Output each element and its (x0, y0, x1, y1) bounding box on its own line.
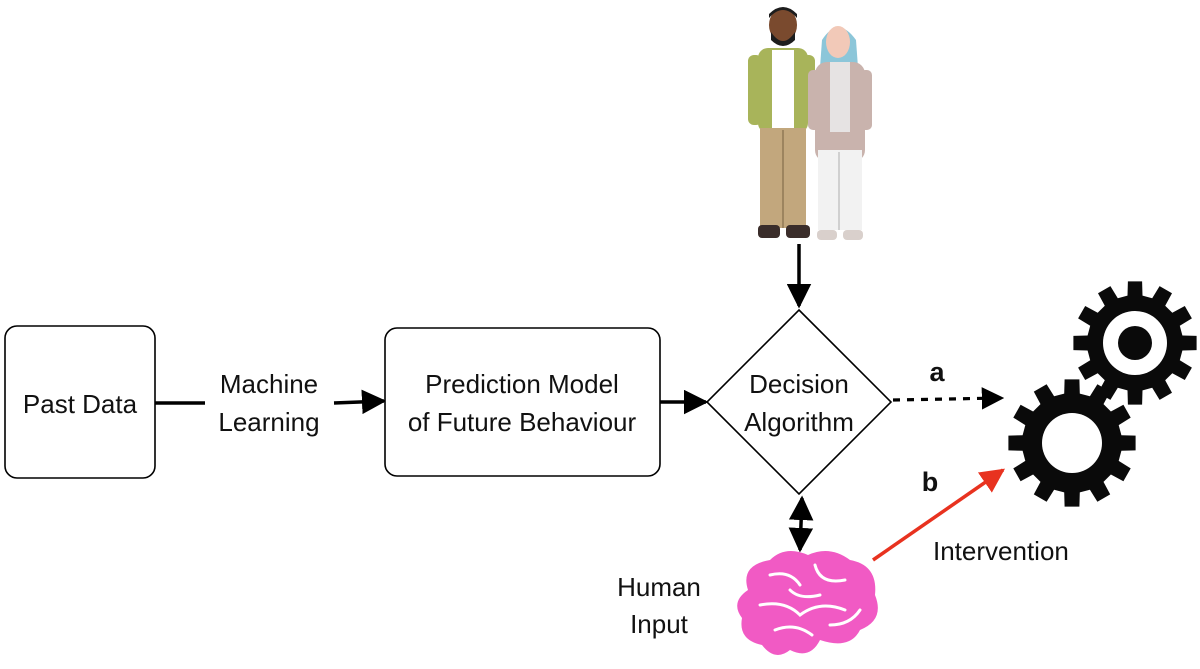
machine-learning-label-line1: Machine (220, 369, 318, 399)
decision-algorithm-label-line1: Decision (749, 369, 849, 399)
past-data-label: Past Data (23, 389, 138, 419)
human-input-label-line1: Human (617, 572, 701, 602)
human-input-label-line2: Input (630, 609, 689, 639)
brain-icon (737, 551, 878, 655)
gear-bottom-icon (1008, 379, 1136, 507)
prediction-model-label-line1: Prediction Model (425, 369, 619, 399)
prediction-model-box (384, 327, 661, 477)
edge-path-a (892, 387, 1005, 410)
decision-algorithm-label-line2: Algorithm (744, 407, 854, 437)
gear-top-icon (1073, 281, 1197, 405)
prediction-model-label-line2: of Future Behaviour (408, 407, 637, 437)
edge-path-b-intervention (872, 468, 1006, 562)
machine-learning-label-line2: Learning (218, 407, 319, 437)
edge-ml-to-prediction (333, 389, 387, 415)
intervention-label: Intervention (933, 536, 1069, 566)
decision-algorithm-diamond (705, 308, 893, 496)
path-b-label: b (922, 467, 939, 497)
path-a-label: a (929, 357, 945, 387)
gears-icon (1008, 281, 1197, 507)
people-couple-icon (748, 7, 872, 240)
edge-decision-human-input (788, 495, 814, 553)
